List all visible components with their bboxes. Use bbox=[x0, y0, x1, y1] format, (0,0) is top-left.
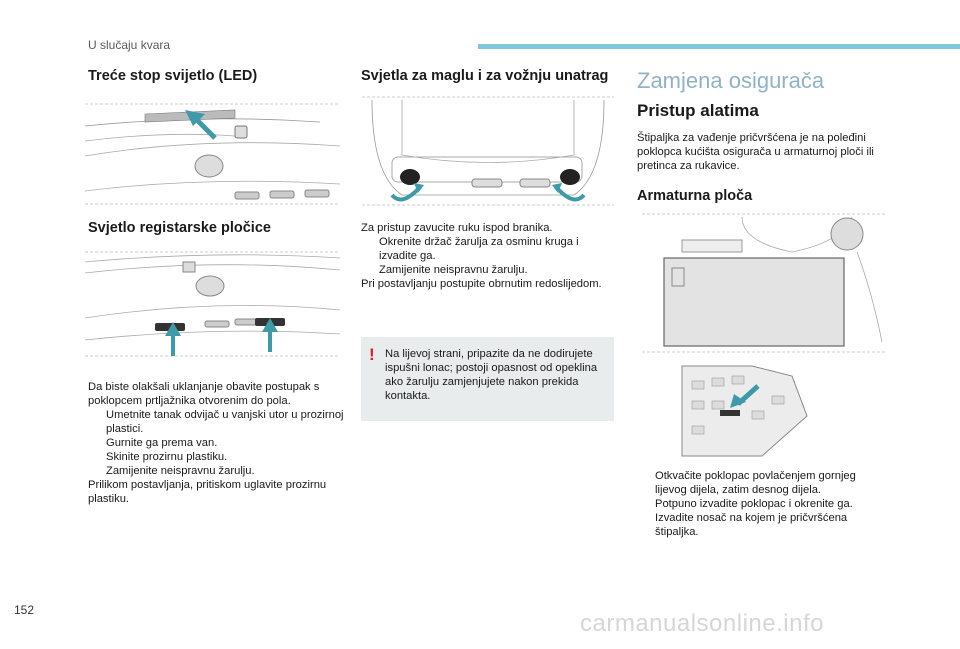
section-title-fog-reverse-lights: Svjetla za maglu i za vožnju unatrag bbox=[361, 68, 609, 84]
outro-text: Pri postavljanju postupite obrnutim redo… bbox=[361, 278, 602, 290]
step-item: Zamijenite neispravnu žarulju. bbox=[361, 263, 613, 277]
chapter-title-fuse-replacement: Zamjena osigurača bbox=[637, 68, 825, 93]
fog-light-instructions: Za pristup zavucite ruku ispod branika. … bbox=[361, 221, 613, 291]
section-title-plate-light: Svjetlo registarske pločice bbox=[88, 220, 271, 236]
step-item: Gurnite ga prema van. bbox=[88, 436, 344, 450]
intro-text: Za pristup zavucite ruku ispod branika. bbox=[361, 222, 553, 234]
running-header: U slučaju kvara bbox=[88, 38, 171, 52]
step-text: Okrenite držač žarulja za osminu kruga i… bbox=[379, 236, 579, 262]
step-text: Gurnite ga prema van. bbox=[106, 437, 218, 449]
figure-plate-light bbox=[85, 251, 340, 357]
plate-light-instructions: Da biste olakšali uklanjanje obavite pos… bbox=[88, 380, 344, 506]
step-item: Izvadite nosač na kojem je pričvršćena š… bbox=[637, 511, 887, 539]
header-bar bbox=[478, 44, 960, 49]
figure-dashboard-fuse-cover bbox=[642, 213, 887, 353]
step-item: Umetnite tanak odvijač u vanjski utor u … bbox=[88, 408, 344, 436]
warning-text: Na lijevoj strani, pripazite da ne dodir… bbox=[385, 348, 598, 402]
fuse-cover-instructions: Otkvačite poklopac povlačenjem gornjeg l… bbox=[637, 469, 887, 539]
intro-text: Da biste olakšali uklanjanje obavite pos… bbox=[88, 381, 320, 407]
step-text: Umetnite tanak odvijač u vanjski utor u … bbox=[106, 409, 344, 435]
step-text: Zamijenite neispravnu žarulju. bbox=[379, 264, 528, 276]
subheading-tool-access: Pristup alatima bbox=[637, 101, 759, 120]
step-item: Otkvačite poklopac povlačenjem gornjeg l… bbox=[637, 469, 887, 497]
figure-rear-bumper bbox=[362, 96, 614, 206]
watermark: carmanualsonline.info bbox=[580, 610, 824, 637]
step-item: Skinite prozirnu plastiku. bbox=[88, 450, 344, 464]
section-title-third-stop-light: Treće stop svijetlo (LED) bbox=[88, 68, 258, 84]
step-text: Potpuno izvadite poklopac i okrenite ga. bbox=[655, 498, 853, 510]
step-item: Zamijenite neispravnu žarulju. bbox=[88, 464, 344, 478]
step-text: Zamijenite neispravnu žarulju. bbox=[106, 465, 255, 477]
page-number: 152 bbox=[14, 603, 35, 617]
subheading-dashboard: Armaturna ploča bbox=[637, 188, 753, 204]
step-item: Potpuno izvadite poklopac i okrenite ga. bbox=[637, 497, 887, 511]
warning-box: ! Na lijevoj strani, pripazite da ne dod… bbox=[361, 337, 614, 421]
figure-fuse-cover-back bbox=[681, 365, 808, 457]
step-text: Otkvačite poklopac povlačenjem gornjeg l… bbox=[655, 470, 856, 496]
step-text: Skinite prozirnu plastiku. bbox=[106, 451, 228, 463]
tool-access-text: Štipaljka za vađenje pričvršćena je na p… bbox=[637, 132, 874, 172]
figure-third-stop-light bbox=[85, 103, 340, 205]
step-text: Izvadite nosač na kojem je pričvršćena š… bbox=[655, 512, 848, 538]
warning-icon: ! bbox=[369, 345, 375, 364]
step-item: Okrenite držač žarulja za osminu kruga i… bbox=[361, 235, 613, 263]
outro-text: Prilikom postavljanja, pritiskom uglavit… bbox=[88, 479, 327, 505]
